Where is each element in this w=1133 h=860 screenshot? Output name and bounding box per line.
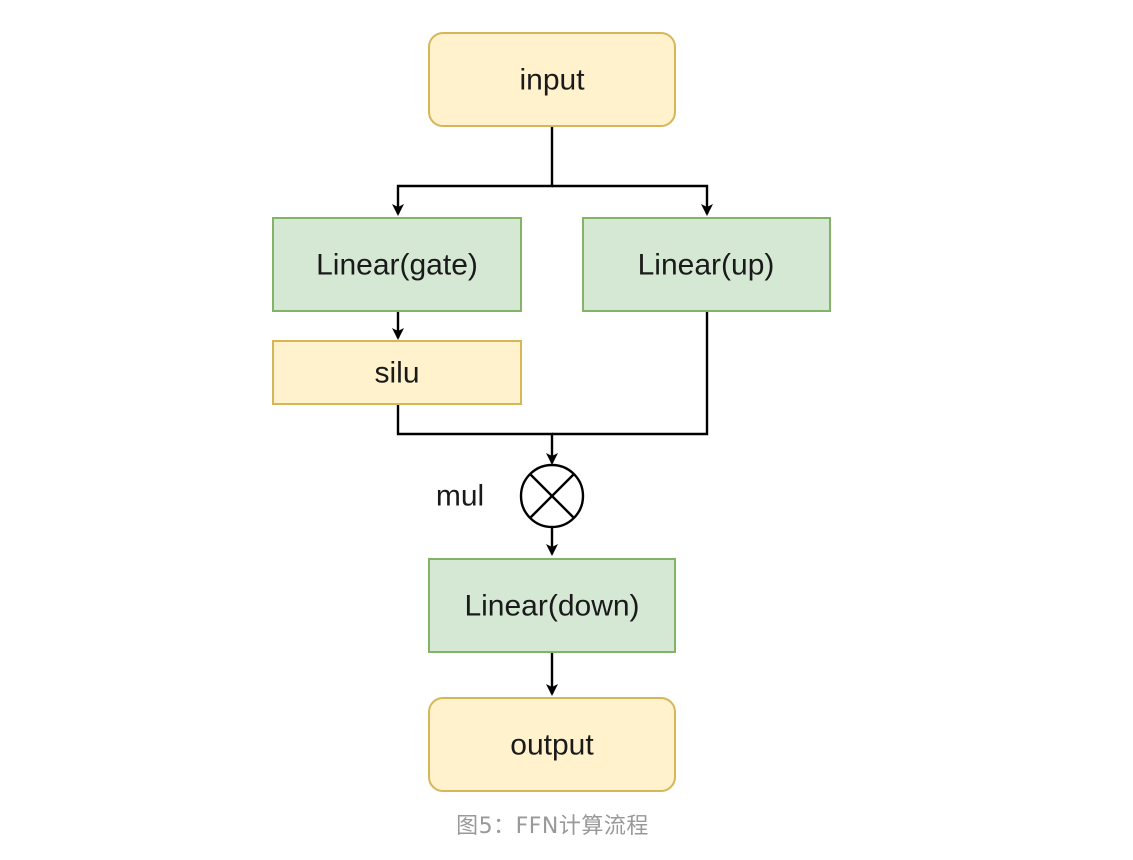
node-silu-box xyxy=(272,340,522,405)
node-output-label: output xyxy=(510,729,594,762)
edges xyxy=(392,126,713,696)
node-silu: silu xyxy=(272,340,522,405)
edge-input-to-gate xyxy=(392,126,554,216)
node-linear-gate: Linear(gate) xyxy=(272,217,522,312)
node-linear-down-label: Linear(down) xyxy=(464,590,639,623)
node-linear-up: Linear(up) xyxy=(582,217,831,312)
node-output: output xyxy=(428,697,676,792)
node-mul: mul xyxy=(436,463,585,529)
edge-input-to-up xyxy=(552,184,713,216)
edge-up-to-mul xyxy=(552,311,709,436)
node-linear-gate-label: Linear(gate) xyxy=(316,249,478,282)
edge-silu-to-mul xyxy=(396,404,558,465)
node-silu-label: silu xyxy=(374,357,419,390)
node-linear-up-box xyxy=(582,217,831,312)
node-input: input xyxy=(428,32,676,127)
multiply-icon-stroke-2 xyxy=(529,473,575,519)
node-linear-up-label: Linear(up) xyxy=(638,249,775,282)
node-input-box xyxy=(428,32,676,127)
node-linear-gate-box xyxy=(272,217,522,312)
node-input-label: input xyxy=(519,64,585,97)
node-mul-label: mul xyxy=(436,480,484,513)
node-output-box xyxy=(428,697,676,792)
figure-caption: 图5：FFN计算流程 xyxy=(456,814,649,839)
node-linear-down-box xyxy=(428,558,676,653)
node-linear-down: Linear(down) xyxy=(428,558,676,653)
